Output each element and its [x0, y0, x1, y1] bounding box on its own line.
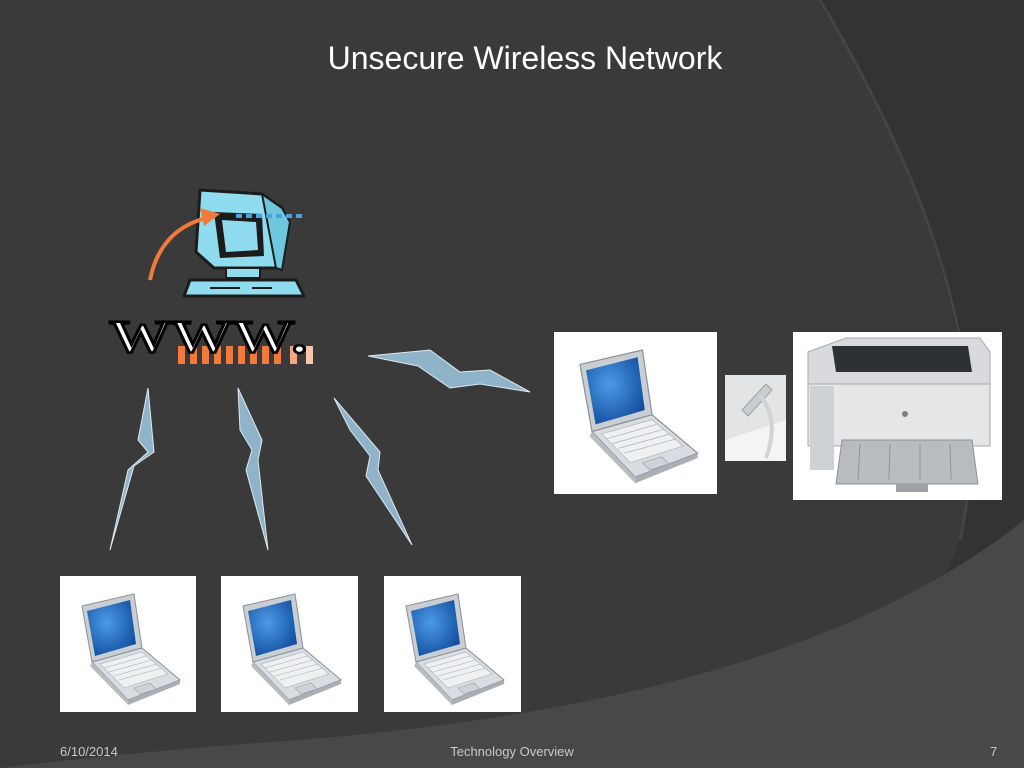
lightning-bolt-icon	[109, 349, 531, 551]
footer-date: 6/10/2014	[60, 744, 118, 759]
slide-title: Unsecure Wireless Network	[327, 40, 723, 76]
footer-title: Technology Overview	[450, 744, 574, 759]
laptop-photo	[60, 576, 196, 712]
internet-computer-icon	[148, 188, 313, 364]
laptop-photo	[554, 332, 717, 494]
internet-label: www.	[110, 294, 310, 367]
laptop-photo	[384, 576, 521, 712]
laptop-photo	[221, 576, 358, 712]
usb-cable-icon	[725, 375, 786, 461]
page-number: 7	[990, 744, 998, 759]
printer-icon	[793, 332, 1002, 500]
